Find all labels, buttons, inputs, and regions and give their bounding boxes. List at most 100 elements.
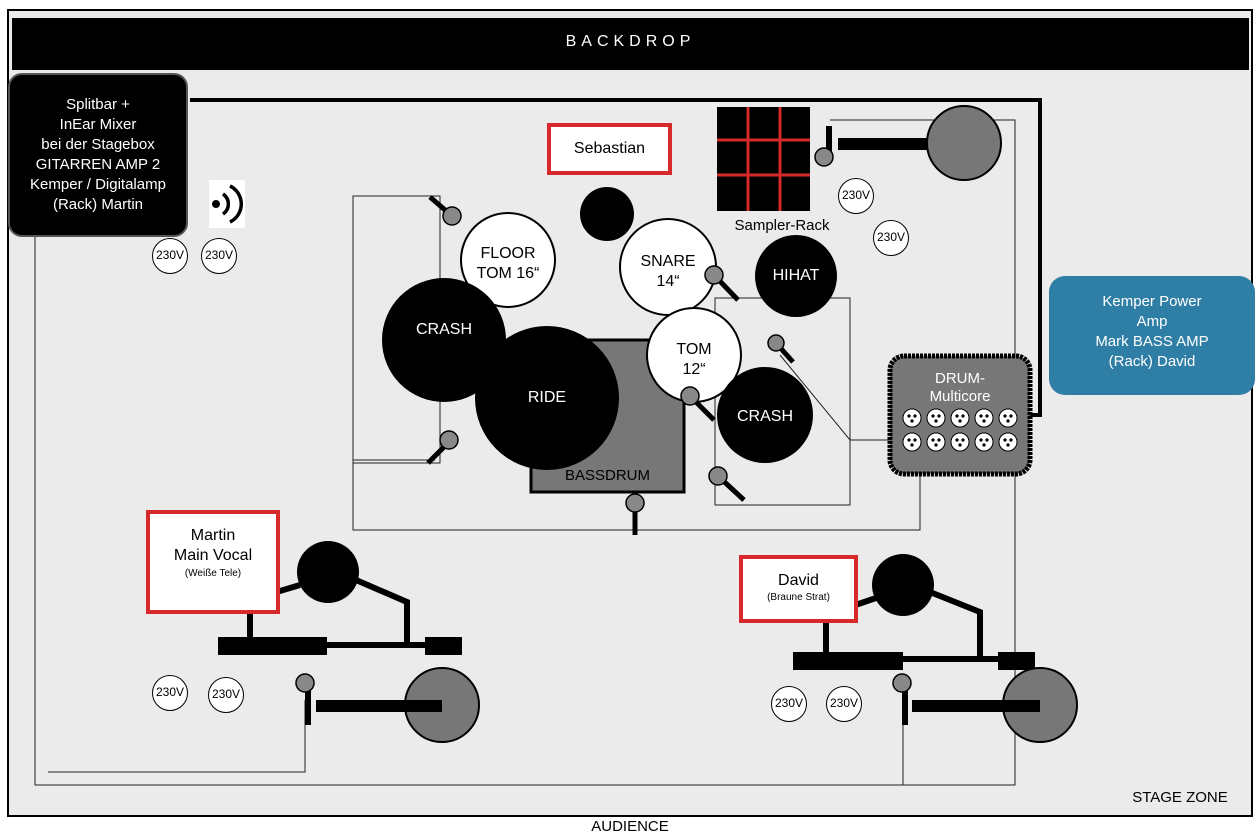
- backdrop-bar: [12, 18, 1249, 70]
- snare-label-line1: SNARE: [640, 253, 696, 270]
- socket-pin: [955, 438, 959, 442]
- snare-label: SNARE 14“: [620, 252, 716, 292]
- crash-right-label: CRASH: [736, 408, 793, 425]
- bass-line-2: Amp: [1136, 313, 1168, 330]
- multicore-socket: [998, 432, 1018, 452]
- socket-pin: [982, 443, 986, 447]
- david-note: (Braune Strat): [767, 592, 830, 603]
- socket-pin: [958, 419, 962, 423]
- socket-pin: [913, 438, 917, 442]
- power-outlet-6: 230V: [208, 677, 244, 713]
- floor-tom-label-line1: FLOOR: [480, 245, 536, 262]
- drum-mics: [426, 195, 795, 535]
- multicore-sockets: [902, 408, 1018, 452]
- bass-line-1: Kemper Power: [1102, 293, 1202, 310]
- multicore-label-line1: DRUM-: [935, 370, 985, 387]
- socket-pin: [1006, 419, 1010, 423]
- multicore-socket: [950, 432, 970, 452]
- crash-left-label: CRASH: [415, 321, 472, 338]
- socket-pin: [1003, 438, 1007, 442]
- snare-label-line2: 14“: [656, 273, 680, 290]
- hihat-label: HIHAT: [772, 267, 820, 284]
- multicore-socket: [902, 432, 922, 452]
- hihat-shape: [755, 235, 837, 317]
- multicore-socket: [998, 408, 1018, 428]
- sampler-rack-shape: [717, 107, 810, 211]
- splitbar-line-2: InEar Mixer: [59, 116, 137, 133]
- multicore-label: DRUM- Multicore: [890, 370, 1030, 406]
- splitbar-line-6: (Rack) Martin: [52, 196, 143, 213]
- martin-label-box: Martin Main Vocal (Weiße Tele): [146, 510, 280, 614]
- multicore-socket: [974, 408, 994, 428]
- ride-shape: [475, 326, 619, 470]
- power-outlet-8: 230V: [826, 686, 862, 722]
- bass-amp-box: Kemper Power Amp Mark BASS AMP (Rack) Da…: [1049, 276, 1255, 395]
- socket-pin: [931, 438, 935, 442]
- tom-label: TOM 12“: [647, 340, 741, 380]
- power-outlet-5: 230V: [152, 675, 188, 711]
- socket-pin: [934, 419, 938, 423]
- socket-pin: [985, 414, 989, 418]
- multicore-socket: [974, 432, 994, 452]
- socket-pin: [985, 438, 989, 442]
- martin-setup: [218, 541, 480, 743]
- david-label-box: David (Braune Strat): [739, 555, 858, 623]
- floor-tom-shape: [460, 212, 556, 308]
- crash-left-shape: [382, 278, 506, 402]
- multicore-socket: [902, 408, 922, 428]
- david-name: David: [778, 572, 819, 589]
- socket-pin: [1003, 414, 1007, 418]
- splitbar-line-5: Kemper / Digitalamp: [30, 176, 166, 193]
- stage-zone-label: STAGE ZONE: [1132, 789, 1228, 806]
- socket-pin: [907, 438, 911, 442]
- multicore-socket: [926, 408, 946, 428]
- socket-pin: [913, 414, 917, 418]
- socket-pin: [961, 438, 965, 442]
- socket-pin: [931, 414, 935, 418]
- mic-sampler: [814, 147, 834, 167]
- martin-name: Martin: [190, 527, 236, 544]
- socket-pin: [955, 414, 959, 418]
- splitbar-line-3: bei der Stagebox: [41, 136, 155, 153]
- bassdrum-label: BASSDRUM: [564, 467, 650, 484]
- socket-pin: [979, 414, 983, 418]
- socket-pin: [979, 438, 983, 442]
- socket-pin: [910, 443, 914, 447]
- power-outlet-7: 230V: [771, 686, 807, 722]
- splitbar-line-1: Splitbar +: [66, 96, 130, 113]
- sebastian-name: Sebastian: [573, 140, 646, 157]
- power-outlet-4: 230V: [873, 220, 909, 256]
- multicore-label-line2: Multicore: [929, 388, 991, 405]
- martin-note: (Weiße Tele): [184, 568, 242, 579]
- multicore-socket: [950, 408, 970, 428]
- power-outlet-2: 230V: [201, 238, 237, 274]
- bass-line-3: Mark BASS AMP: [1095, 333, 1209, 350]
- socket-pin: [907, 414, 911, 418]
- sebastian-label-box: Sebastian: [547, 123, 672, 175]
- socket-pin: [1006, 443, 1010, 447]
- sampler-rack-label: Sampler-Rack: [734, 217, 830, 234]
- socket-pin: [937, 438, 941, 442]
- audience-label: AUDIENCE: [591, 818, 669, 835]
- david-setup: [793, 554, 1078, 743]
- socket-pin: [961, 414, 965, 418]
- bass-amp-top-shape: [926, 105, 1002, 181]
- splitbar-box: Splitbar + InEar Mixer bei der Stagebox …: [8, 73, 188, 237]
- small-tom-shape: [580, 187, 634, 241]
- wireless-icon: [209, 180, 245, 228]
- tom-label-line2: 12“: [682, 361, 706, 378]
- socket-pin: [1009, 414, 1013, 418]
- floor-tom-label-line2: TOM 16“: [476, 265, 540, 282]
- power-outlet-1: 230V: [152, 238, 188, 274]
- multicore-cable: [190, 98, 1042, 417]
- ride-label: RIDE: [527, 389, 567, 406]
- backdrop-label: BACKDROP: [565, 33, 696, 50]
- tom-label-line1: TOM: [676, 341, 712, 358]
- multicore-socket: [926, 432, 946, 452]
- splitbar-line-4: GITARREN AMP 2: [35, 156, 161, 173]
- socket-pin: [1009, 438, 1013, 442]
- martin-role: Main Vocal: [173, 547, 253, 564]
- socket-pin: [910, 419, 914, 423]
- power-outlet-3: 230V: [838, 178, 874, 214]
